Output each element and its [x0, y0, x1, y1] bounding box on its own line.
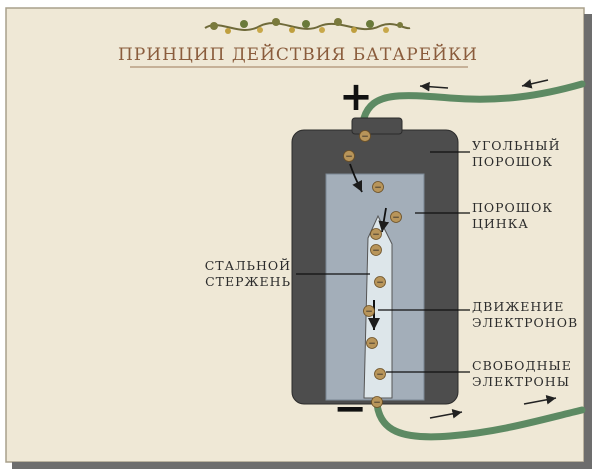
- page-title: ПРИНЦИП ДЕЙСТВИЯ БАТАРЕЙКИ: [118, 44, 478, 65]
- electron-sign: −: [374, 183, 382, 193]
- label-carbon-powder-line2: ПОРОШОК: [472, 154, 553, 169]
- electron-sign: −: [345, 152, 353, 162]
- electron: [371, 396, 383, 408]
- ornament-vine: [204, 18, 411, 34]
- minus-terminal-sign: −: [333, 386, 367, 432]
- electron: [363, 305, 375, 317]
- label-free-electrons-line1: СВОБОДНЫЕ: [472, 358, 572, 373]
- electron-sign: −: [376, 370, 384, 380]
- label-electron-motion-line1: ДВИЖЕНИЕ: [472, 299, 564, 314]
- electron-sign: −: [365, 307, 373, 317]
- label-steel-rod-line1: СТАЛЬНОЙ: [205, 257, 291, 273]
- electron: [374, 276, 386, 288]
- electron: [370, 244, 382, 256]
- plus-terminal-sign: +: [339, 74, 373, 120]
- electron: [343, 150, 355, 162]
- wire-flow-arrows: [419, 79, 557, 419]
- label-free-electrons-line2: ЭЛЕКТРОНЫ: [472, 374, 570, 389]
- electron: [374, 368, 386, 380]
- electron-sign: −: [376, 278, 384, 288]
- electron: [372, 181, 384, 193]
- label-carbon-powder-line1: УГОЛЬНЫЙ: [472, 137, 561, 153]
- electron-sign: −: [392, 213, 400, 223]
- label-zinc-powder-line1: ПОРОШОК: [472, 200, 553, 215]
- electron-flow-arrows: [349, 163, 390, 330]
- electron: [359, 130, 371, 142]
- label-zinc-powder-line2: ЦИНКА: [472, 216, 529, 231]
- electron-sign: −: [372, 246, 380, 256]
- label-steel-rod-line2: СТЕРЖЕНЬ: [205, 274, 291, 289]
- positive-cap: [351, 117, 403, 135]
- electron: [366, 337, 378, 349]
- wire-negative: [373, 400, 586, 441]
- electron: [370, 228, 382, 240]
- electron: [390, 211, 402, 223]
- label-electron-motion-line2: ЭЛЕКТРОНОВ: [472, 315, 578, 330]
- electron-sign: −: [372, 230, 380, 240]
- steel-rod: [363, 214, 393, 399]
- electron-sign: −: [368, 339, 376, 349]
- wire-positive: [360, 80, 586, 122]
- leader-lines: [296, 151, 470, 373]
- electrons-group: −−−−−−−−−−−: [343, 130, 402, 408]
- electron-sign: −: [373, 398, 381, 408]
- electron-sign: −: [361, 132, 369, 142]
